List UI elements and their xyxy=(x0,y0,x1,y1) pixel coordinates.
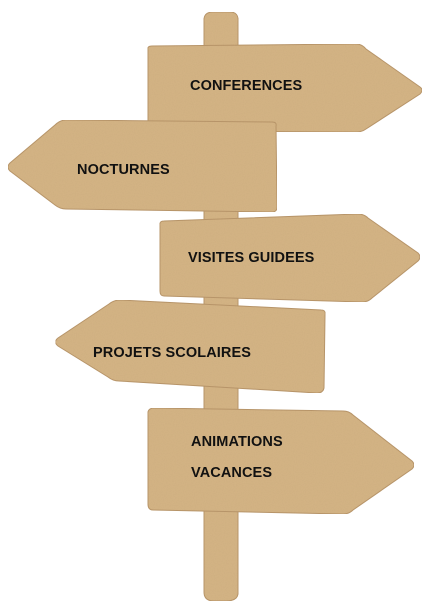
sign-board-projets-scolaires xyxy=(55,299,326,394)
sign-board-animations-vacances xyxy=(147,407,415,515)
sign-label-nocturnes: NOCTURNES xyxy=(77,162,170,178)
sign-label-animations-vacances: ANIMATIONS VACANCES xyxy=(191,427,283,489)
sign-label-visites-guidees: VISITES GUIDEES xyxy=(188,250,315,266)
sign-label-vacances: VACANCES xyxy=(191,465,273,481)
sign-board-nocturnes xyxy=(7,119,278,213)
sign-board-visites-guidees xyxy=(159,213,421,303)
sign-label-conferences: CONFERENCES xyxy=(190,78,303,94)
sign-label-animations: ANIMATIONS xyxy=(191,434,283,450)
sign-label-projets-scolaires: PROJETS SCOLAIRES xyxy=(93,345,252,361)
